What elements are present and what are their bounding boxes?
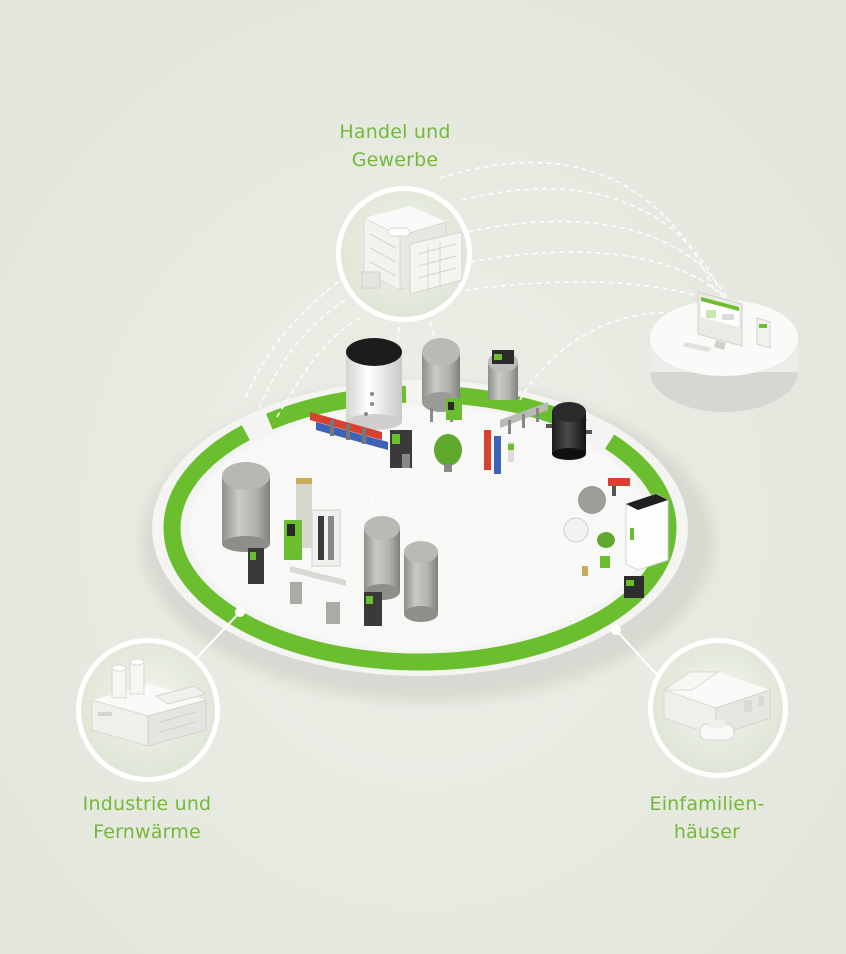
pressure-vessel-top bbox=[422, 338, 460, 422]
water-treatment-column bbox=[284, 478, 346, 586]
category-circle-industrie[interactable] bbox=[76, 638, 220, 782]
main-platform bbox=[152, 380, 688, 688]
label-industrie-und-fernwaerme: Industrie und Fernwärme bbox=[52, 790, 242, 846]
pressure-vessel-pair bbox=[364, 516, 438, 626]
label-industrie-line2: Fernwärme bbox=[93, 821, 201, 843]
filter-units bbox=[290, 582, 340, 624]
connector-lines bbox=[194, 607, 661, 679]
label-einfamilien-line1: Einfamilien- bbox=[649, 793, 765, 815]
hydraulic-separator bbox=[484, 430, 514, 474]
label-handel-line2: Gewerbe bbox=[351, 149, 439, 171]
label-handel-line1: Handel und bbox=[339, 121, 451, 143]
category-circle-handel[interactable] bbox=[336, 186, 472, 322]
products-group bbox=[222, 338, 669, 626]
label-einfamilien-line2: häuser bbox=[673, 821, 741, 843]
black-buffer-tank bbox=[546, 402, 592, 460]
large-storage-tank-left bbox=[222, 462, 270, 584]
category-circle-einfamilien[interactable] bbox=[648, 638, 788, 778]
pump-unit-2 bbox=[446, 398, 462, 420]
label-einfamilienhaeuser: Einfamilien- häuser bbox=[612, 790, 802, 846]
label-handel-und-gewerbe: Handel und Gewerbe bbox=[300, 118, 490, 174]
computer-monitor-icon bbox=[682, 291, 771, 352]
manifold-red-blue bbox=[310, 412, 388, 450]
pump-station bbox=[390, 430, 412, 468]
green-expansion-vessel bbox=[434, 434, 462, 472]
white-storage-tank bbox=[346, 338, 402, 430]
expansion-unit bbox=[488, 350, 518, 400]
residential-products bbox=[563, 478, 669, 598]
house-with-car-icon bbox=[662, 671, 771, 741]
monitor-pedestal bbox=[650, 291, 798, 412]
factory-icon bbox=[91, 658, 208, 747]
label-industrie-line1: Industrie und bbox=[82, 793, 212, 815]
connection-lines bbox=[244, 161, 736, 501]
commercial-building-icon bbox=[361, 206, 463, 295]
manifold-grey bbox=[500, 402, 548, 434]
